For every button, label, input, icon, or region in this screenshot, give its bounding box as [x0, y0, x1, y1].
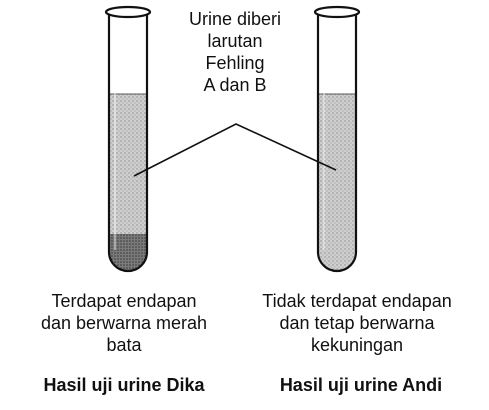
- callout-label: Urine diberi larutan Fehling A dan B: [160, 8, 310, 96]
- caption-andi: Hasil uji urine Andi: [279, 375, 443, 395]
- observation-line: kekuningan: [310, 335, 404, 355]
- callout-line: Fehling: [205, 53, 265, 73]
- observation-left: Terdapat endapan dan berwarna merah bata: [4, 290, 244, 356]
- tube-rim-right: [313, 5, 361, 19]
- tube-rim-left: [104, 5, 152, 19]
- observation-line: Tidak terdapat endapan: [262, 291, 452, 311]
- tube-outline-right: [316, 14, 358, 273]
- callout-line: larutan: [207, 31, 263, 51]
- observation-line: dan tetap berwarna: [279, 313, 435, 333]
- caption-dika: Hasil uji urine Dika: [43, 375, 205, 395]
- tube-outline-left: [107, 14, 149, 273]
- callout-line: Urine diberi: [188, 9, 282, 29]
- test-tube-left: [104, 5, 152, 273]
- observation-line: dan berwarna merah: [40, 313, 208, 333]
- observation-line: Terdapat endapan: [51, 291, 197, 311]
- observation-right: Tidak terdapat endapan dan tetap berwarn…: [232, 290, 482, 356]
- callout-line: A dan B: [203, 75, 267, 95]
- callout-pointer-lines: [133, 123, 337, 177]
- observation-line: bata: [106, 335, 142, 355]
- test-tube-right: [313, 5, 361, 273]
